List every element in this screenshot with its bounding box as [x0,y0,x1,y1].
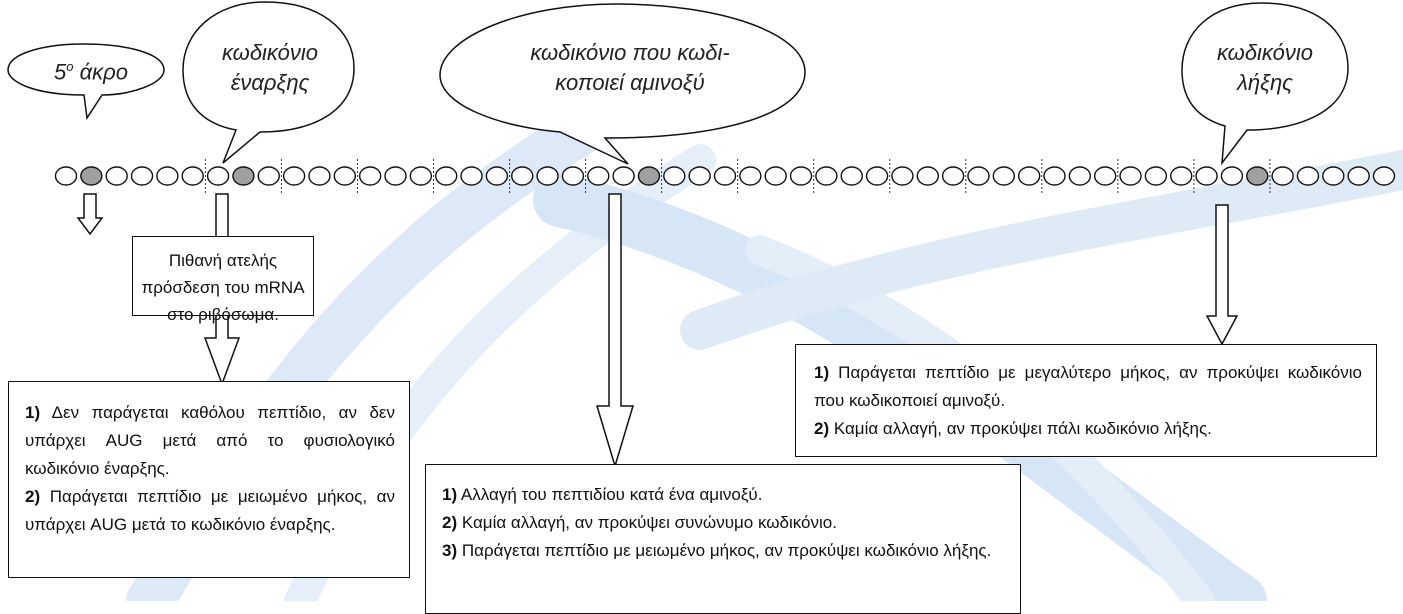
callout-amino-codon [439,3,806,165]
nucleotide [511,166,534,186]
box-amino-item: 1) Αλλαγή του πεπτιδίου κατά ένα αμινοξύ… [442,485,763,504]
box-amino-item: 3) Παράγεται πεπτίδιο με μειωμένο μήκος,… [442,541,992,560]
nucleotide [764,166,787,186]
nucleotide [54,166,78,186]
nucleotide-highlighted [80,166,103,186]
nucleotide [308,166,331,186]
callout-five-prime-label: 5ο άκρο [54,59,128,85]
callout-stop-codon-label: κωδικόνιο λήξης [1216,40,1314,95]
box-stop-item: 2) Καμία αλλαγή, αν προκύψει πάλι κωδικό… [814,419,1212,438]
nucleotide [992,166,1016,186]
box-stop-codon: 1) Παράγεται πεπτίδιο με μεγαλύτερο μήκο… [795,344,1377,457]
box-start-item: 2) Παράγεται πεπτίδιο με μειωμένο μήκος,… [25,487,395,534]
nucleotide [1119,166,1142,186]
nucleotide [460,166,483,186]
nucleotide [941,166,965,186]
nucleotide-highlighted [1246,166,1269,186]
nucleotide [1220,166,1244,186]
nucleotide [358,166,382,186]
nucleotide [612,166,635,186]
mrna-diagram [7,1,1396,469]
nucleotide [1322,166,1345,186]
nucleotide [156,166,179,186]
nucleotide [1068,166,1092,186]
nucleotide [1296,166,1320,186]
nucleotide [916,166,939,186]
nucleotide [789,166,813,186]
nucleotide [206,166,230,186]
nucleotide [384,166,407,186]
nucleotide [536,166,559,186]
nucleotide [485,166,509,186]
nucleotide [713,166,737,186]
nucleotide [891,166,914,186]
box-start-item: 1) Δεν παράγεται καθόλου πεπτίδιο, αν δε… [25,403,395,478]
callout-start-codon-label: κωδικόνιο έναρξης [221,40,319,95]
nucleotide [967,166,990,186]
nucleotide [1372,166,1396,186]
nucleotide [333,166,357,186]
nucleotide [688,166,711,186]
nucleotide [409,166,433,186]
nucleotide [840,166,863,186]
box-five-prime-text: Πιθανή ατελής πρόσδεση του mRNA στο ριβό… [141,251,305,324]
box-amino-codon: 1) Αλλαγή του πεπτιδίου κατά ένα αμινοξύ… [425,464,1021,614]
box-start-codon: 1) Δεν παράγεται καθόλου πεπτίδιο, αν δε… [8,381,410,578]
nucleotide [181,166,204,186]
box-stop-item: 1) Παράγεται πεπτίδιο με μεγαλύτερο μήκο… [814,363,1362,410]
arrow-amino-codon [595,193,635,469]
nucleotide [1195,166,1218,186]
nucleotide [1271,166,1294,186]
nucleotide [815,166,838,186]
callout-stop-codon [1181,2,1349,166]
callout-amino-codon-label: κωδικόνιο που κωδι- κοποιεί αμινοξύ [530,40,730,95]
nucleotide [130,166,154,186]
nucleotide-highlighted [637,166,661,186]
nucleotide [865,166,889,186]
nucleotide [663,166,686,186]
nucleotide [282,166,306,186]
nucleotide [105,166,128,186]
nucleotide [739,166,762,186]
callout-five-prime [7,43,165,121]
nucleotide [1093,166,1117,186]
watermark-strand [680,150,1403,350]
nucleotide [1017,166,1041,186]
nucleotide [434,166,458,186]
arrow-five-prime [76,193,104,236]
nucleotide [587,166,610,186]
arrow-stop-codon [1205,204,1239,346]
box-amino-item: 2) Καμία αλλαγή, αν προκύψει συνώνυμο κω… [442,513,837,532]
nucleotide [1144,166,1168,186]
nucleotide-highlighted [232,166,255,186]
nucleotide [561,166,585,186]
callout-start-codon [182,1,355,164]
box-five-prime: Πιθανή ατελής πρόσδεση του mRNA στο ριβό… [132,236,314,324]
nucleotide-chain [54,159,1396,193]
nucleotide [1170,166,1193,186]
nucleotide [257,166,280,186]
nucleotide [1043,166,1066,186]
nucleotide [1347,166,1370,186]
